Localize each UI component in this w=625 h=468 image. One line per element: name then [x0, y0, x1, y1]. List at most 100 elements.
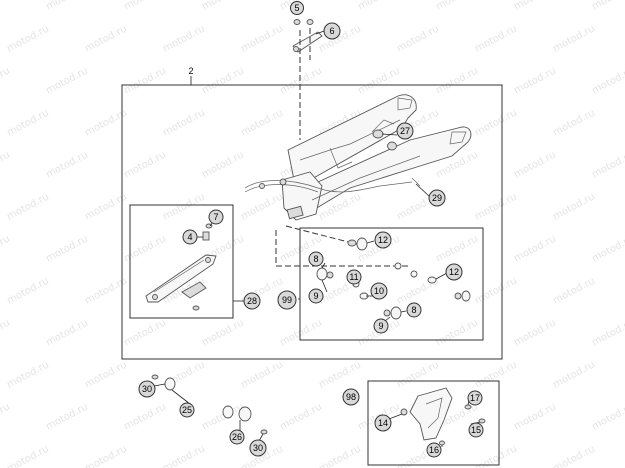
- watermark-text: motod.ru: [395, 23, 441, 54]
- svg-text:5: 5: [294, 3, 299, 13]
- watermark-text: motod.ru: [161, 23, 207, 54]
- svg-text:12: 12: [378, 235, 388, 245]
- swingarm: [244, 94, 472, 221]
- watermark-text: motod.ru: [200, 149, 246, 180]
- watermark-text: motod.ru: [317, 359, 363, 390]
- watermark-text: motod.ru: [551, 191, 597, 222]
- watermark-text: motod.ru: [473, 191, 519, 222]
- callout-11: 11: [346, 269, 362, 285]
- svg-text:25: 25: [182, 405, 192, 415]
- watermark-text: motod.ru: [473, 275, 519, 306]
- watermark-text: motod.ru: [44, 149, 90, 180]
- watermark-text: motod.ru: [44, 233, 90, 264]
- svg-text:29: 29: [432, 193, 442, 203]
- watermark-text: motod.ru: [200, 317, 246, 348]
- watermark-text: motod.ru: [317, 443, 363, 468]
- callout-30-top: 30: [138, 380, 156, 398]
- watermark-text: motod.ru: [590, 0, 625, 13]
- callout-99: 99: [277, 290, 297, 310]
- watermark-text: motod.ru: [122, 149, 168, 180]
- svg-text:4: 4: [187, 232, 192, 242]
- chain-guide: [145, 223, 217, 311]
- svg-text:30: 30: [253, 443, 263, 453]
- watermark-text: motod.ru: [44, 401, 90, 432]
- watermark-text: motod.ru: [473, 359, 519, 390]
- svg-text:11: 11: [349, 272, 358, 282]
- watermark-text: motod.ru: [122, 401, 168, 432]
- svg-text:17: 17: [470, 393, 480, 403]
- callout-12-top: 12: [374, 231, 392, 249]
- watermark-text: motod.ru: [512, 149, 558, 180]
- watermark-text: motod.ru: [395, 359, 441, 390]
- svg-text:16: 16: [429, 445, 439, 455]
- watermark-text: motod.ru: [122, 65, 168, 96]
- svg-text:10: 10: [374, 286, 384, 296]
- watermark-text: motod.ru: [200, 0, 246, 13]
- svg-text:28: 28: [247, 296, 257, 306]
- watermark-text: motod.ru: [512, 65, 558, 96]
- svg-text:15: 15: [471, 425, 481, 435]
- svg-text:9: 9: [378, 321, 383, 331]
- callout-29: 29: [428, 189, 446, 207]
- callout-27: 27: [396, 122, 414, 140]
- chain-guide-box: [129, 204, 234, 319]
- svg-text:6: 6: [329, 26, 334, 36]
- watermark-text: motod.ru: [83, 359, 129, 390]
- watermark-text: motod.ru: [239, 359, 285, 390]
- watermark-text: motod.ru: [512, 0, 558, 13]
- callout-4: 4: [182, 229, 198, 245]
- watermark-text: motod.ru: [473, 107, 519, 138]
- svg-text:7: 7: [213, 212, 218, 222]
- kit-98-box: [367, 380, 500, 466]
- watermark-text: motod.ru: [590, 317, 625, 348]
- loose-parts: [151, 374, 268, 435]
- callout-14: 14: [374, 414, 392, 432]
- watermark-text: motod.ru: [122, 233, 168, 264]
- watermark-text: motod.ru: [44, 0, 90, 13]
- watermark-text: motod.ru: [473, 23, 519, 54]
- watermark-text: motod.ru: [434, 65, 480, 96]
- callout-8-right: 8: [406, 302, 422, 318]
- callout-9-bottom: 9: [373, 318, 389, 334]
- watermark-text: motod.ru: [5, 275, 51, 306]
- watermark-text: motod.ru: [590, 401, 625, 432]
- watermark-text: motod.ru: [122, 317, 168, 348]
- watermark-text: motod.ru: [5, 23, 51, 54]
- watermark-text: motod.ru: [0, 233, 12, 264]
- watermark-text: motod.ru: [434, 233, 480, 264]
- svg-text:26: 26: [232, 432, 242, 442]
- watermark-text: motod.ru: [161, 107, 207, 138]
- svg-text:99: 99: [282, 295, 292, 305]
- svg-text:98: 98: [346, 392, 356, 402]
- watermark-text: motod.ru: [0, 401, 12, 432]
- watermark-text: motod.ru: [83, 443, 129, 468]
- watermark-text: motod.ru: [551, 23, 597, 54]
- watermark-text: motod.ru: [122, 0, 168, 13]
- watermark-text: motod.ru: [0, 65, 12, 96]
- watermark-text: motod.ru: [590, 233, 625, 264]
- watermark-text: motod.ru: [5, 191, 51, 222]
- watermark-text: motod.ru: [434, 0, 480, 13]
- watermark-text: motod.ru: [5, 443, 51, 468]
- watermark-text: motod.ru: [0, 0, 12, 13]
- watermark-text: motod.ru: [512, 401, 558, 432]
- kit-98-parts: [400, 387, 486, 446]
- watermark-text: motod.ru: [551, 107, 597, 138]
- watermark-text: motod.ru: [239, 23, 285, 54]
- watermark-text: motod.ru: [0, 149, 12, 180]
- watermark-text: motod.ru: [0, 317, 12, 348]
- bearing-kit-box: [299, 227, 484, 341]
- watermark-text: motod.ru: [551, 443, 597, 468]
- watermark-text: motod.ru: [44, 317, 90, 348]
- watermark-text: motod.ru: [356, 65, 402, 96]
- callout-17: 17: [467, 390, 483, 406]
- callout-16: 16: [426, 442, 442, 458]
- watermark-text: motod.ru: [434, 317, 480, 348]
- callout-30-bottom: 30: [249, 439, 267, 457]
- callout-25: 25: [179, 402, 195, 418]
- bearing-kit-parts: [316, 237, 471, 320]
- callout-5: 5: [290, 1, 304, 15]
- watermark-text: motod.ru: [278, 65, 324, 96]
